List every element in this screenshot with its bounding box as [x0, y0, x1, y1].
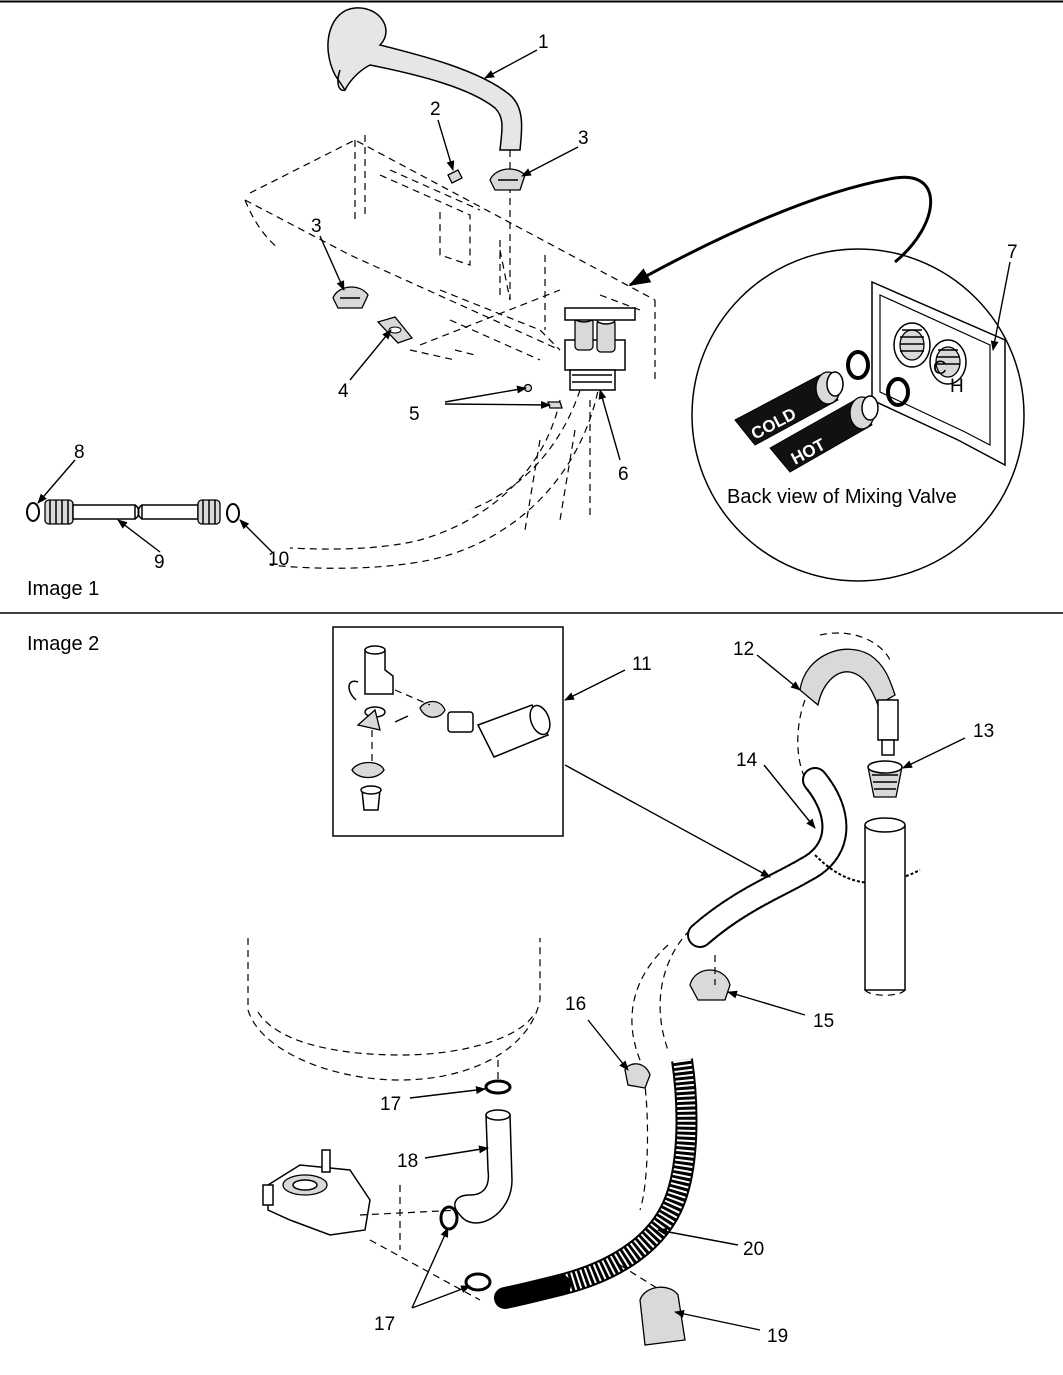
hose-clamp-part-3b — [332, 286, 369, 309]
mixing-valve-part-6 — [564, 307, 636, 391]
callout-11: 11 — [632, 654, 652, 675]
cold-washer — [846, 350, 870, 380]
callout-1: 1 — [538, 32, 549, 53]
callout-2: 2 — [430, 99, 441, 120]
clip-part-19 — [639, 1286, 686, 1346]
standpipe — [864, 817, 906, 996]
pump — [262, 1149, 481, 1301]
callout-4: 4 — [338, 381, 349, 402]
mixing-valve-back-view-inset: C H COLD HOT Back view of Mixing Valve — [691, 248, 1025, 582]
callout-14: 14 — [736, 750, 758, 771]
adapter-part-13 — [867, 760, 903, 798]
callout-12: 12 — [733, 639, 754, 660]
callout-18: 18 — [397, 1151, 418, 1172]
sump-hose-part-18 — [454, 1109, 513, 1224]
callout-7: 7 — [1007, 242, 1018, 263]
leaders-image2 — [409, 654, 966, 1331]
hose-guide-part-12 — [799, 648, 899, 756]
callout-8: 8 — [74, 442, 85, 463]
inlet-hose-assembly — [26, 499, 240, 525]
drain-hose-assembly — [494, 632, 921, 1346]
hose-clamp-part-3a — [489, 168, 526, 191]
callout-19: 19 — [767, 1326, 788, 1347]
image1-washer-frame — [244, 135, 656, 569]
callout-16: 16 — [565, 994, 586, 1015]
hot-washer — [886, 377, 910, 407]
clip-part-15 — [689, 969, 731, 1001]
callout-5: 5 — [409, 404, 420, 425]
callout-20: 20 — [743, 1239, 764, 1260]
clamp-part-17-top — [484, 1079, 512, 1095]
callout-3-left: 3 — [311, 216, 322, 237]
hot-port-label: H — [950, 376, 964, 397]
callout-9: 9 — [154, 552, 165, 573]
screw-part-2 — [447, 169, 463, 184]
fill-hose-part — [327, 7, 523, 300]
inset-pointer-arrow — [628, 175, 933, 287]
callout-17-top: 17 — [380, 1094, 401, 1115]
washer-part-10 — [226, 503, 240, 523]
callout-15: 15 — [813, 1011, 834, 1032]
callout-6: 6 — [618, 464, 629, 485]
callout-17-bottom: 17 — [374, 1314, 395, 1335]
drain-kit-box-part-11 — [332, 626, 564, 837]
inlet-hose-part-9 — [44, 499, 221, 525]
callout-13: 13 — [973, 721, 994, 742]
clamp-part-17-bottom — [464, 1272, 492, 1292]
callout-3-top: 3 — [578, 128, 589, 149]
washer-part-8 — [26, 502, 40, 522]
section-caption-image1: Image 1 — [27, 578, 99, 600]
tub-outline — [247, 938, 541, 1081]
section-caption-image2: Image 2 — [27, 633, 99, 655]
callout-10: 10 — [268, 549, 289, 570]
clamp-part-17-middle — [439, 1205, 459, 1231]
cold-port — [893, 322, 931, 368]
cold-port-label: C — [933, 358, 947, 379]
clip-part-16 — [624, 1063, 651, 1089]
hot-port — [929, 339, 967, 385]
inset-caption: Back view of Mixing Valve — [727, 486, 957, 508]
leaders-image1 — [37, 49, 1011, 553]
